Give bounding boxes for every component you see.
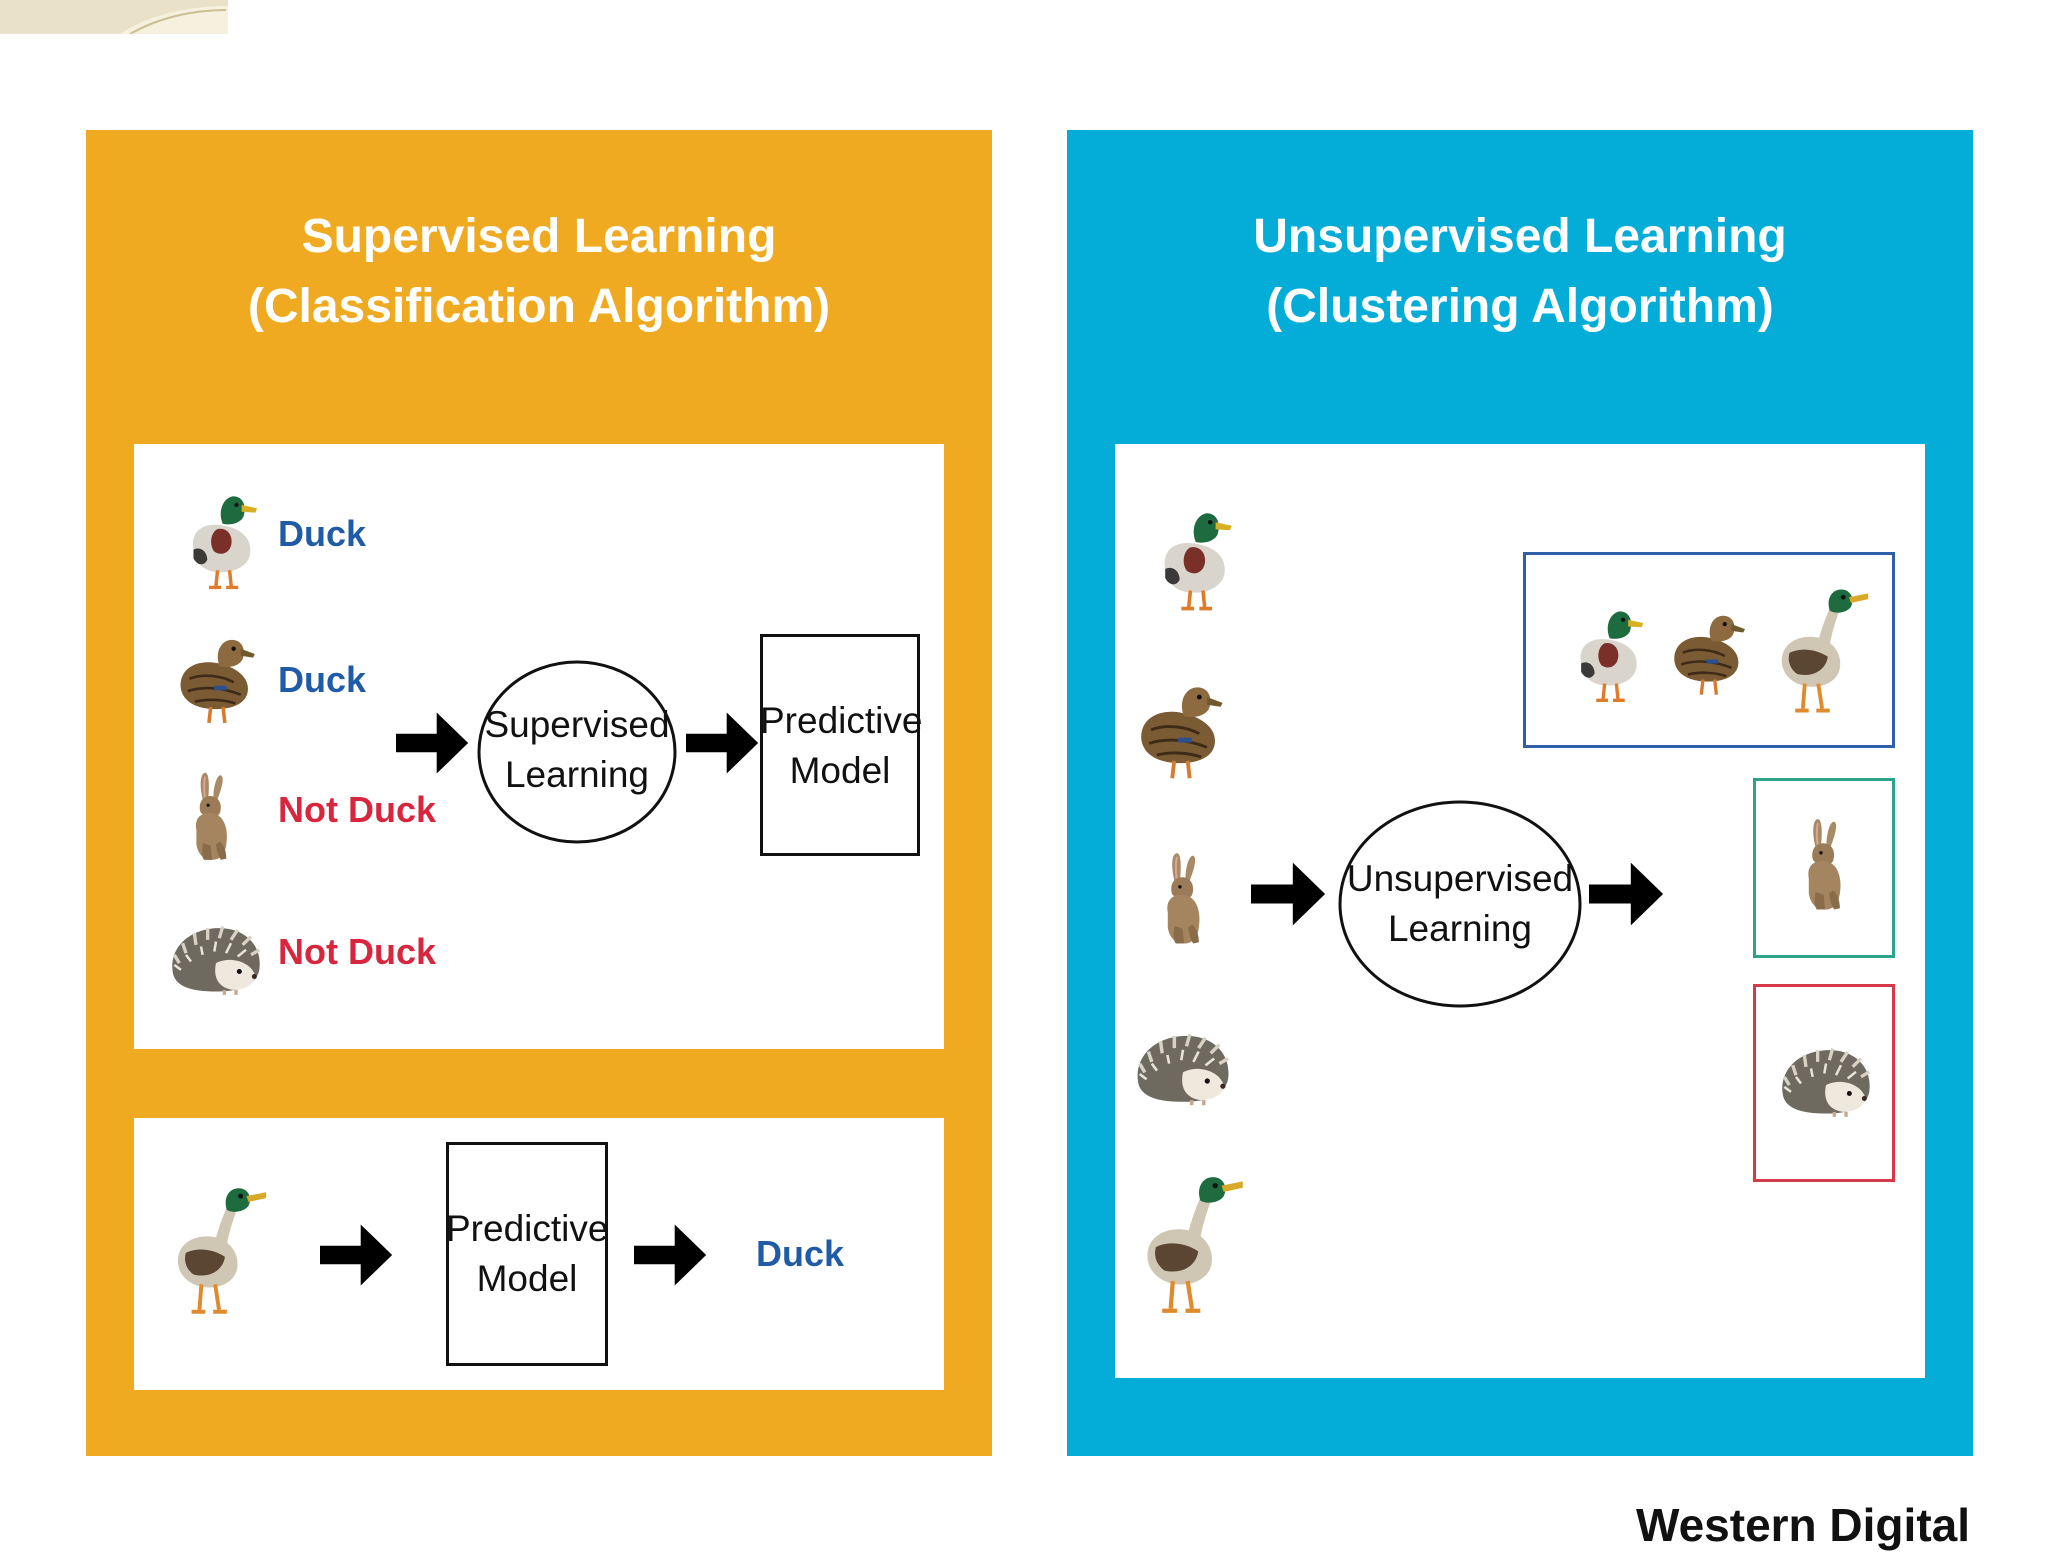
corner-decoration	[0, 0, 228, 34]
right-arrow-icon	[320, 1222, 394, 1288]
brand-logo-text: Western Digital	[1636, 1499, 1970, 1551]
predictive-model-box	[760, 634, 920, 856]
right-arrow-icon	[1251, 860, 1327, 928]
right-arrow-icon	[396, 710, 470, 776]
training-label-duck-2: Duck	[278, 659, 367, 700]
female-duck-icon	[1131, 670, 1229, 786]
supervised-title: Supervised Learning (Classification Algo…	[86, 202, 992, 342]
right-arrow-icon	[686, 710, 760, 776]
hedgehog-icon	[1131, 1022, 1235, 1114]
unsupervised-title-line1: Unsupervised Learning	[1253, 210, 1787, 263]
supervised-learning-node	[477, 660, 677, 844]
predictive-model-label-2: Predictive Model	[446, 1208, 609, 1299]
standing-duck-icon	[1776, 583, 1872, 719]
cluster-ducks	[1523, 552, 1895, 748]
rabbit-icon	[1157, 834, 1211, 964]
supervised-title-line2: (Classification Algorithm)	[247, 280, 831, 333]
right-arrow-icon	[1589, 860, 1665, 928]
mallard-duck-icon	[1149, 496, 1239, 624]
mallard-duck-icon	[1566, 595, 1650, 715]
unsupervised-title: Unsupervised Learning (Clustering Algori…	[1067, 202, 1973, 342]
unsupervised-learning-node-label: Unsupervised Learning	[1346, 858, 1574, 949]
rabbit-icon	[1798, 801, 1852, 929]
predictive-model-box-2	[446, 1142, 608, 1366]
female-duck-icon	[168, 624, 264, 730]
prediction-box: Predictive Model Duck	[134, 1118, 944, 1390]
supervised-panel: Supervised Learning (Classification Algo…	[86, 130, 992, 1456]
training-label-notduck-2: Not Duck	[278, 931, 437, 972]
rabbit-icon	[186, 756, 238, 878]
unsupervised-title-line2: (Clustering Algorithm)	[1266, 280, 1774, 333]
predictive-model-label: Predictive Model	[760, 700, 923, 791]
hedgehog-icon	[1776, 1037, 1876, 1125]
cluster-hedgehogs	[1753, 984, 1895, 1182]
clustering-box: Unsupervised Learning	[1115, 444, 1925, 1378]
unsupervised-panel: Unsupervised Learning (Clustering Algori…	[1067, 130, 1973, 1456]
supervised-title-line1: Supervised Learning	[301, 210, 777, 263]
cluster-rabbits	[1753, 778, 1895, 958]
standing-duck-icon	[172, 1182, 270, 1320]
right-arrow-icon	[634, 1222, 708, 1288]
mallard-duck-icon	[178, 482, 264, 600]
hedgehog-icon	[166, 916, 266, 1002]
prediction-label: Duck	[756, 1233, 845, 1274]
training-label-duck-1: Duck	[278, 513, 367, 554]
training-box: Duck Duck Not Duck Not Duck Supervised L…	[134, 444, 944, 1049]
female-duck-icon	[1666, 599, 1750, 703]
unsupervised-learning-node	[1338, 800, 1582, 1008]
standing-duck-icon	[1141, 1170, 1247, 1320]
supervised-learning-node-label: Supervised Learning	[484, 704, 670, 795]
training-label-notduck-1: Not Duck	[278, 789, 437, 830]
